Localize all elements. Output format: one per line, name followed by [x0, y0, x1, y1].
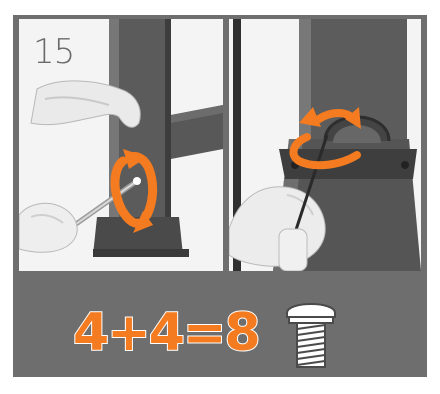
right-illustration: [229, 19, 421, 271]
screw-icon: [283, 295, 339, 371]
right-illustration-panel: [229, 19, 421, 271]
instruction-frame: 15: [13, 15, 427, 377]
screw-quantity-equation: 4+4=8: [73, 307, 259, 359]
step-number: 15: [33, 35, 74, 69]
quantity-band: 4+4=8: [13, 271, 427, 377]
left-illustration-panel: 15: [19, 19, 223, 271]
